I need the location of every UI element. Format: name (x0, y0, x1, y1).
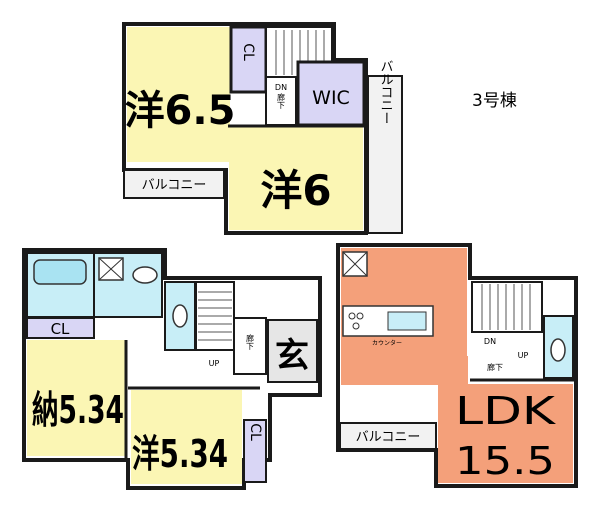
room-western-5-34-label: 洋5.34 (132, 432, 228, 476)
hall-1f-label: 廊下 (246, 333, 255, 351)
hall-3f-label: 廊下 (277, 92, 286, 110)
ldk-lower (438, 384, 573, 483)
stair-treads-2f (481, 284, 531, 330)
room-western-6-5-label: 洋6.5 (125, 88, 236, 134)
toilet-bowl-2f (550, 338, 566, 362)
balcony-2f (339, 422, 437, 450)
room-western-6-label: 洋6 (260, 166, 331, 215)
stair-up-1f: UP (209, 359, 220, 368)
first-floor: UP 廊下 玄 CL 納5.34 洋5.34 CL (22, 248, 322, 490)
stair-up-2f: UP (518, 351, 529, 360)
room-storage-5-34 (27, 340, 125, 456)
balcony-2f-label: バルコニー (356, 430, 421, 445)
third-floor: CL DN 廊下 WIC 洋6.5 洋6 バルコニー バルコニー (122, 22, 403, 235)
building-label: 3号棟 (472, 91, 517, 111)
wic (296, 60, 366, 127)
stove-burner (348, 312, 356, 320)
balcony-3f-right (367, 75, 403, 234)
stair-dn-3f: DN (275, 83, 287, 92)
room-storage-5-34-label: 納5.34 (32, 388, 124, 432)
bathtub (33, 259, 87, 285)
ldk-label-line2: 15.5 (455, 439, 555, 483)
first-floor-walls (22, 248, 322, 490)
entrance (267, 319, 318, 383)
balcony-3f-bottom-label: バルコニー (142, 178, 207, 193)
closet-1f-top-label: CL (51, 320, 70, 338)
room-western-6-5 (127, 27, 230, 162)
stair-treads-1f (198, 291, 232, 341)
toilet-bowl-1f (172, 304, 188, 328)
closet-1f-top (26, 317, 95, 339)
balcony-3f-right-label: バルコニー (378, 60, 394, 125)
kitchen-sink (387, 311, 427, 331)
room-western-5-34 (131, 390, 242, 484)
hall-3f (265, 76, 297, 126)
second-floor: カウンター DN UP 廊下 LDK 15.5 バルコニー (336, 243, 578, 488)
closet-3f-label: CL (240, 43, 256, 61)
stair-dn-2f: DN (484, 337, 496, 346)
closet-1f-right (243, 419, 267, 483)
wic-label: WIC (312, 87, 350, 109)
ldk-label-line1: LDK (455, 389, 556, 433)
closet-3f (229, 25, 268, 94)
room-western-6 (229, 127, 363, 230)
wash-basin (132, 266, 158, 284)
hall-2f-label: 廊下 (487, 362, 503, 372)
entrance-label: 玄 (275, 336, 309, 376)
counter-label: カウンター (372, 339, 402, 347)
balcony-3f-bottom (123, 169, 225, 199)
hall-1f (233, 317, 267, 375)
closet-1f-right-label: CL (247, 423, 263, 441)
